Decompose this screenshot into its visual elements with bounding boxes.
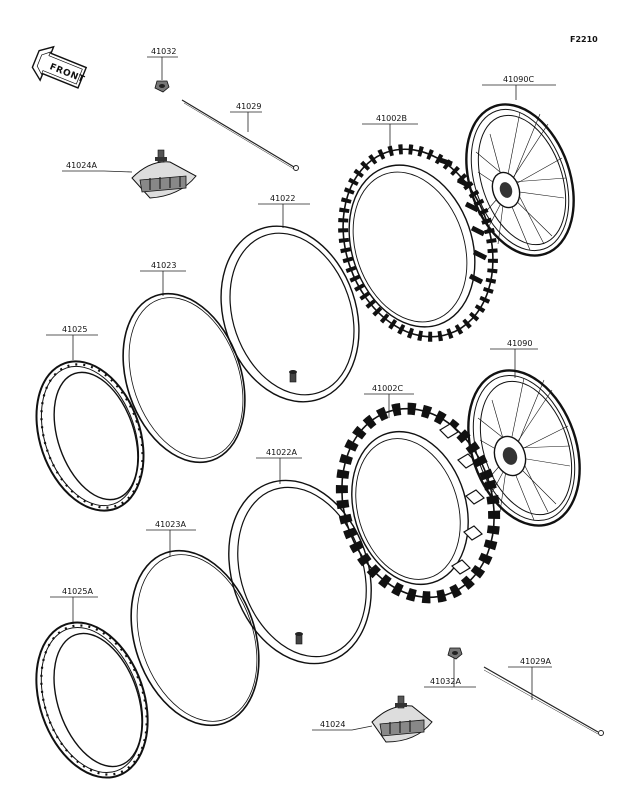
svg-text:41032A: 41032A [430,677,461,686]
label-41022a: 41022A [256,448,302,484]
figure-code: F2210 [570,35,598,44]
svg-text:41090C: 41090C [503,75,534,84]
label-41002c: 41002C [364,384,414,418]
svg-text:41025A: 41025A [62,587,93,596]
svg-text:41023A: 41023A [155,520,186,529]
svg-text:41022: 41022 [270,194,295,203]
svg-text:41029A: 41029A [520,657,551,666]
label-41023a: 41023A [146,520,196,556]
tire-41002c [335,402,501,604]
label-41090: 41090 [490,339,538,378]
tire-41002b [338,144,498,342]
label-41024: 41024 [312,720,373,731]
tube-41022a [228,479,372,665]
svg-text:41090: 41090 [507,339,532,348]
wheel-41090 [467,369,581,527]
svg-text:41002C: 41002C [372,384,403,393]
label-41032: 41032 [147,47,178,80]
label-41025: 41025 [46,325,98,360]
svg-text:41032: 41032 [151,47,176,56]
rim-lock-41024 [371,695,433,743]
svg-text:41025: 41025 [62,325,87,334]
nut-41032a [447,647,463,660]
rod-41029a [483,666,604,736]
label-41002b: 41002B [362,114,418,150]
rim-lock-41024a [131,149,197,199]
rod-41029 [181,99,299,171]
svg-text:41023: 41023 [151,261,176,270]
nut-41032 [154,80,170,93]
wheel-41090c [465,103,575,257]
label-41090c: 41090C [482,75,556,100]
rim-band-41023 [122,292,246,464]
label-41025a: 41025A [50,587,98,624]
svg-text:41002B: 41002B [376,114,407,123]
label-41029: 41029 [230,102,262,132]
label-41024a: 41024A [62,161,133,173]
tube-41022 [220,225,360,403]
label-41023: 41023 [140,261,186,296]
front-direction-arrow: FRONT [31,45,88,89]
label-41032a: 41032A [424,656,476,688]
rim-band-41023a [130,549,260,727]
label-41022: 41022 [258,194,310,228]
svg-text:41029: 41029 [236,102,261,111]
svg-text:41022A: 41022A [266,448,297,457]
svg-text:41024A: 41024A [66,161,97,170]
svg-text:41024: 41024 [320,720,345,729]
rim-41025a [35,621,149,779]
rim-41025 [35,360,145,512]
